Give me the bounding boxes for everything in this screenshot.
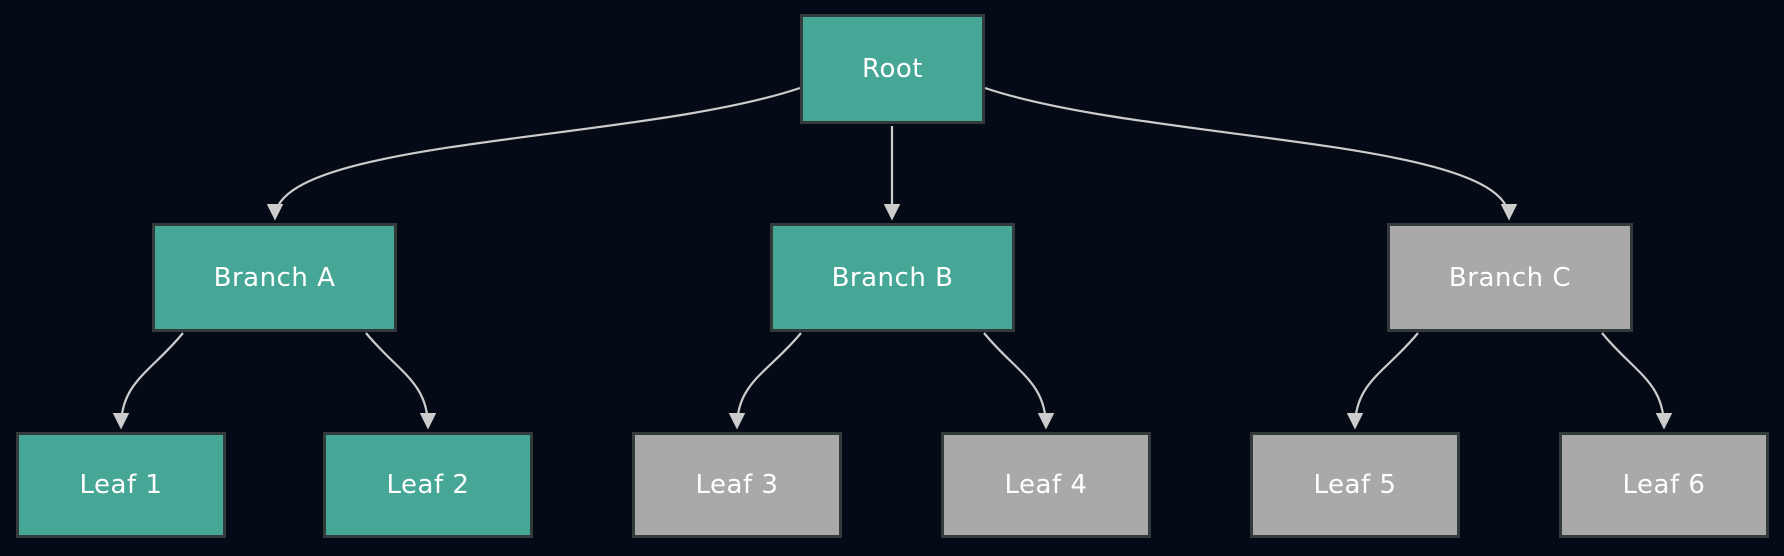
node-root: Root xyxy=(800,14,985,124)
edge-branch-c-leaf-6 xyxy=(1601,332,1673,430)
node-branch-a: Branch A xyxy=(152,223,397,332)
edge-branch-c-leaf-5 xyxy=(1346,332,1419,430)
edge-branch-a-leaf-2 xyxy=(365,332,437,430)
node-leaf-6-label: Leaf 6 xyxy=(1622,470,1706,500)
node-leaf-5: Leaf 5 xyxy=(1250,432,1460,538)
node-leaf-5-label: Leaf 5 xyxy=(1313,470,1397,500)
node-leaf-4: Leaf 4 xyxy=(941,432,1151,538)
edge-root-branch-a xyxy=(266,86,801,221)
edge-branch-b-leaf-4 xyxy=(983,332,1055,430)
node-leaf-2-label: Leaf 2 xyxy=(386,470,470,500)
node-branch-a-label: Branch A xyxy=(213,262,336,293)
edge-root-branch-c xyxy=(984,86,1518,221)
node-leaf-1: Leaf 1 xyxy=(16,432,226,538)
node-leaf-1-label: Leaf 1 xyxy=(79,470,163,500)
node-leaf-3: Leaf 3 xyxy=(632,432,842,538)
edge-branch-a-leaf-1 xyxy=(112,332,184,430)
edge-branch-b-leaf-3 xyxy=(728,332,802,430)
node-leaf-2: Leaf 2 xyxy=(323,432,533,538)
node-branch-b-label: Branch B xyxy=(831,262,954,293)
node-leaf-6: Leaf 6 xyxy=(1559,432,1769,538)
node-branch-c: Branch C xyxy=(1387,223,1633,332)
node-leaf-3-label: Leaf 3 xyxy=(695,470,779,500)
node-branch-b: Branch B xyxy=(770,223,1015,332)
node-branch-c-label: Branch C xyxy=(1448,262,1572,293)
node-leaf-4-label: Leaf 4 xyxy=(1004,470,1088,500)
node-root-label: Root xyxy=(862,54,923,84)
